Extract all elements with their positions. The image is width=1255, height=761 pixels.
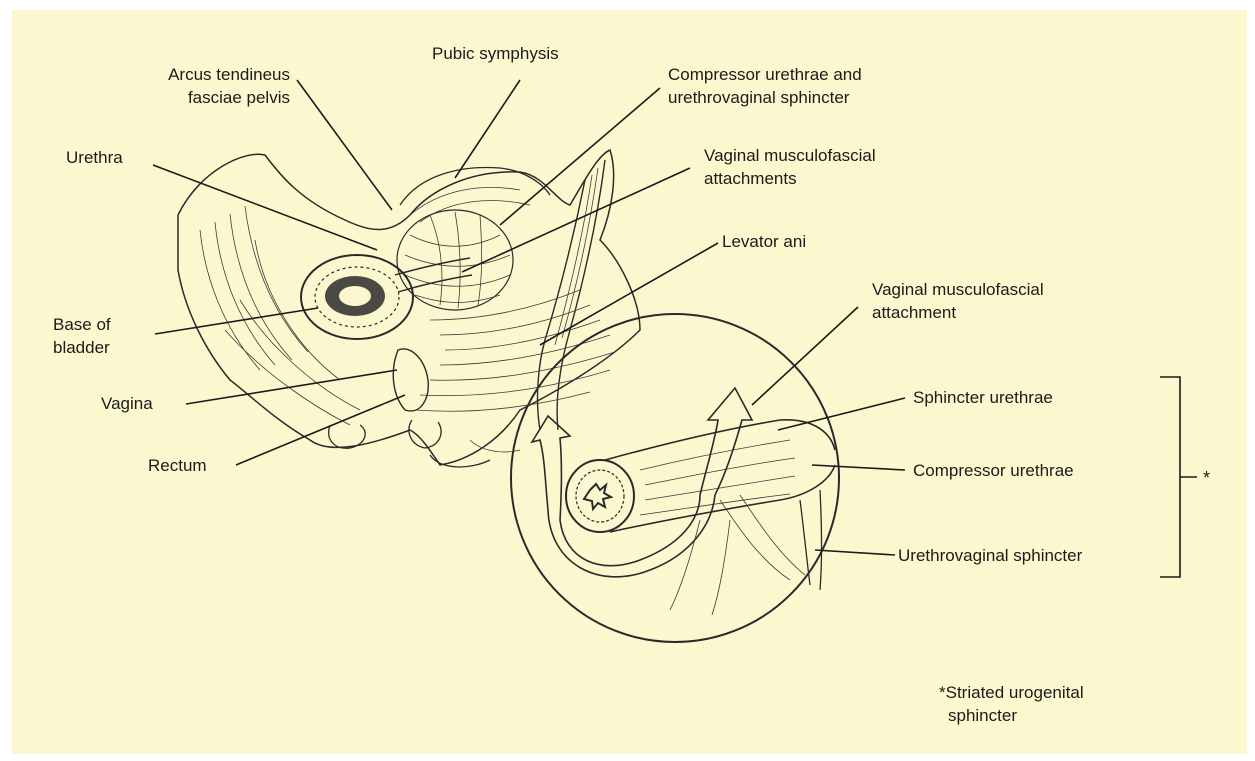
inset-magnified-view [511, 314, 839, 642]
footnote-line-1: *Striated urogenital [939, 682, 1084, 703]
label-urethrovaginal-sphincter: Urethrovaginal sphincter [898, 545, 1082, 566]
label-vaginal-attachments-2: attachments [704, 168, 797, 189]
label-pubic-symphysis: Pubic symphysis [432, 43, 559, 64]
pelvis-drawing [178, 150, 640, 467]
label-urethra: Urethra [66, 147, 123, 168]
label-compressor-urethrae-2: urethrovaginal sphincter [668, 87, 849, 108]
label-compressor-urethrae: Compressor urethrae [913, 460, 1074, 481]
label-sphincter-urethrae: Sphincter urethrae [913, 387, 1053, 408]
label-arcus-tendineus-2: fasciae pelvis [110, 87, 290, 108]
label-vaginal-attachments-1: Vaginal musculofascial [704, 145, 876, 166]
label-base-of-bladder-2: bladder [53, 337, 110, 358]
label-rectum: Rectum [148, 455, 207, 476]
label-vagina: Vagina [101, 393, 153, 414]
label-inset-vaginal-attachment-1: Vaginal musculofascial [872, 279, 1044, 300]
label-levator-ani: Levator ani [722, 231, 806, 252]
bracket-striated-sphincter [1160, 377, 1197, 577]
label-arcus-tendineus-1: Arcus tendineus [110, 64, 290, 85]
footnote-line-2: sphincter [948, 705, 1017, 726]
label-base-of-bladder-1: Base of [53, 314, 111, 335]
bracket-asterisk: * [1203, 468, 1210, 489]
label-inset-vaginal-attachment-2: attachment [872, 302, 956, 323]
label-compressor-urethrae-1: Compressor urethrae and [668, 64, 862, 85]
